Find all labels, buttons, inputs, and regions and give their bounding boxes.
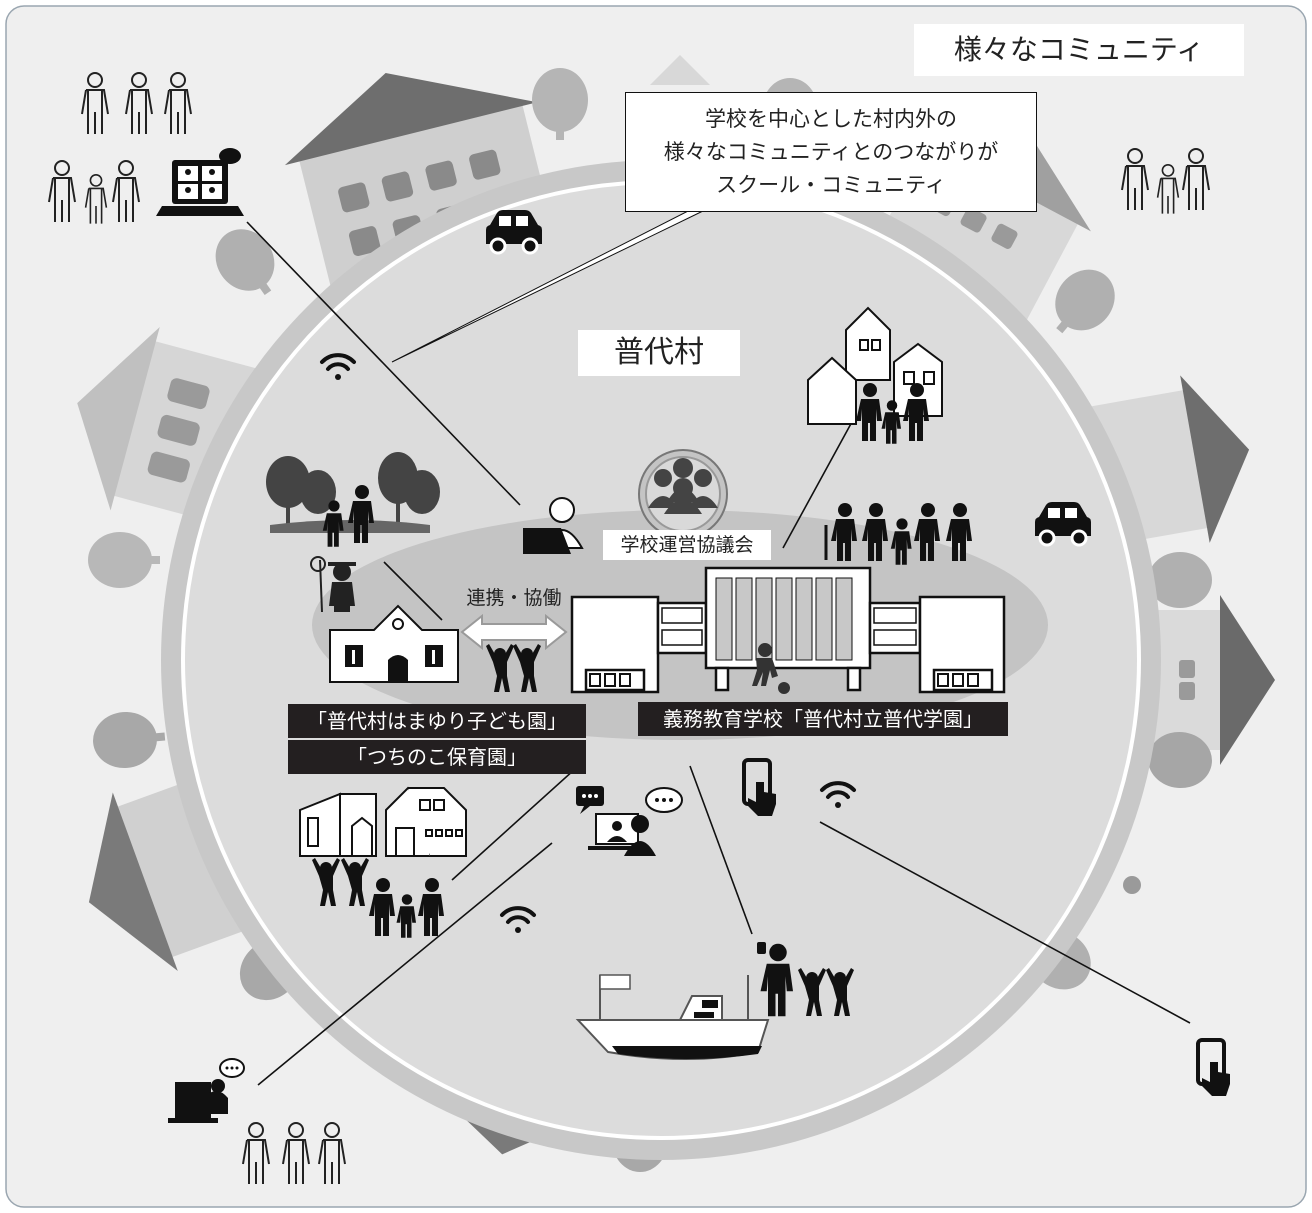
connector-lines <box>246 221 1191 1086</box>
school-name-label: 義務教育学校「普代村立普代学園」 <box>638 702 1008 736</box>
video-call-laptop-icon <box>156 148 244 216</box>
cooperation-label: 連携・協働 <box>466 587 562 609</box>
callout-line-3: スクール・コミュニティ <box>716 173 946 197</box>
kindergarten-name-label: 「普代村はまゆり子ども園」 <box>288 704 586 738</box>
forest-hikers-icon <box>266 452 440 533</box>
callout-line-1: 学校を中心とした村内外の <box>705 107 957 131</box>
outer-community-title: 様々なコミュニティ <box>914 24 1244 76</box>
cooperation-arrow-icon <box>460 613 568 651</box>
parent-with-phone-icon <box>757 942 854 1017</box>
school-council-label: 学校運営協議会 <box>603 530 771 560</box>
houses-icon <box>299 786 467 857</box>
council-group-icon <box>638 449 728 539</box>
school-building-icon <box>570 566 1006 694</box>
online-chat-icon <box>576 786 683 856</box>
fisherman-icon <box>310 556 356 613</box>
callout-line-2: 様々なコミュニティとのつながりが <box>663 140 999 164</box>
online-speaker-icon <box>168 1058 245 1123</box>
fishing-boat-icon <box>575 974 770 1060</box>
remote-worker-icon <box>523 497 584 554</box>
house-family-icon <box>807 306 943 425</box>
village-name-label: 普代村 <box>578 330 740 376</box>
nursery-name-label: 「つちのこ保育園」 <box>288 740 586 774</box>
school-community-callout: 学校を中心とした村内外の 様々なコミュニティとのつながりが スクール・コミュニテ… <box>625 92 1037 212</box>
kindergarten-building-icon <box>329 604 459 683</box>
soccer-child-icon <box>752 643 790 694</box>
community-members-icon <box>824 503 972 565</box>
